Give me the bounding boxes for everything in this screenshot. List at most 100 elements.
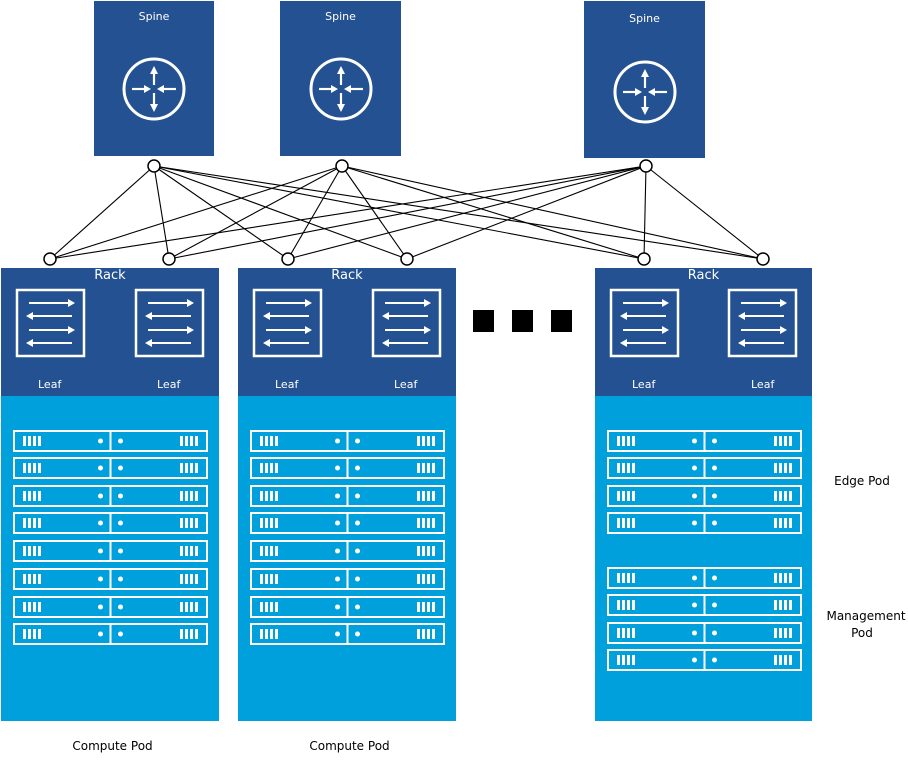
server-bar — [789, 518, 792, 528]
server-bar — [617, 436, 620, 446]
switch-icon — [609, 288, 680, 358]
server-bar — [789, 573, 792, 583]
server-bar — [427, 436, 430, 446]
server-led — [335, 520, 340, 526]
server-bar — [622, 573, 625, 583]
server-led — [118, 465, 123, 471]
server-bar — [632, 600, 635, 610]
server-led — [712, 630, 717, 636]
server-bar — [627, 573, 630, 583]
server-led — [692, 493, 697, 499]
switch-arrow-head — [305, 299, 312, 307]
pod-label-edge: Edge Pod — [834, 474, 890, 488]
server-icon — [607, 567, 802, 589]
server-icon — [607, 594, 802, 616]
server-bar — [270, 574, 273, 584]
pod-label-management-1: Management — [826, 609, 906, 623]
server-bar — [622, 491, 625, 501]
arrow-head — [157, 85, 164, 93]
server-bar — [195, 518, 198, 528]
spine-leaf-link — [49, 165, 155, 260]
server-bar — [180, 518, 183, 528]
server-icon — [250, 485, 445, 507]
server-bar — [427, 463, 430, 473]
server-bar — [774, 600, 777, 610]
server-bar — [180, 436, 183, 446]
server-bar — [617, 491, 620, 501]
server-bar — [260, 491, 263, 501]
server-led — [118, 520, 123, 526]
server-bar — [28, 518, 31, 528]
server-bar — [275, 463, 278, 473]
server-bar — [617, 628, 620, 638]
server-bar — [627, 436, 630, 446]
server-led — [692, 520, 697, 526]
switch-icon-frame — [15, 288, 86, 358]
server-bar — [190, 602, 193, 612]
server-bar — [417, 546, 420, 556]
spine-leaf-link — [341, 165, 764, 260]
server-bar — [195, 463, 198, 473]
arrow-head — [641, 107, 649, 115]
server-icon — [607, 512, 802, 534]
server-bar — [260, 463, 263, 473]
server-bar — [190, 574, 193, 584]
server-led — [335, 604, 340, 610]
server-bar — [632, 518, 635, 528]
server-bar — [270, 518, 273, 528]
server-bar — [617, 518, 620, 528]
leaf-port-circle — [637, 252, 651, 266]
server-led — [355, 493, 360, 499]
server-led — [118, 604, 123, 610]
server-bar — [422, 602, 425, 612]
leaf-label: Leaf — [394, 378, 418, 391]
server-bar — [427, 546, 430, 556]
server-bar — [627, 463, 630, 473]
server-bar — [28, 574, 31, 584]
pod-label-compute-1: Compute Pod — [72, 739, 153, 753]
server-bar — [779, 463, 782, 473]
switch-arrow-head — [382, 339, 389, 347]
server-bar — [774, 518, 777, 528]
server-bar — [195, 629, 198, 639]
server-icon — [13, 596, 208, 618]
server-led — [712, 438, 717, 444]
server-bar — [417, 518, 420, 528]
router-icon — [613, 60, 677, 124]
server-bar — [270, 463, 273, 473]
server-bar — [195, 491, 198, 501]
server-bar — [270, 602, 273, 612]
spine-leaf-link — [341, 165, 408, 260]
server-led — [712, 520, 717, 526]
server-bar — [195, 574, 198, 584]
leaf-port-circle — [162, 252, 176, 266]
server-bar — [195, 602, 198, 612]
ellipsis-square-2 — [512, 310, 533, 332]
switch-arrow-head — [738, 339, 745, 347]
server-led — [335, 465, 340, 471]
switch-arrow-head — [187, 326, 194, 334]
server-bar — [422, 463, 425, 473]
switch-icon — [15, 288, 86, 358]
server-bar — [617, 655, 620, 665]
server-bar — [38, 629, 41, 639]
switch-icon — [252, 288, 323, 358]
server-bar — [622, 436, 625, 446]
spine-label: Spine — [629, 12, 660, 25]
server-icon — [13, 430, 208, 452]
server-bar — [427, 629, 430, 639]
server-bar — [779, 628, 782, 638]
server-bar — [28, 491, 31, 501]
switch-arrow-head — [26, 312, 33, 320]
server-bar — [432, 629, 435, 639]
switch-icon-frame — [134, 288, 205, 358]
server-bar — [185, 436, 188, 446]
arrow-head — [344, 85, 351, 93]
server-bar — [432, 574, 435, 584]
server-bar — [33, 463, 36, 473]
server-bar — [427, 574, 430, 584]
server-bar — [23, 518, 26, 528]
server-bar — [38, 546, 41, 556]
server-bar — [33, 491, 36, 501]
server-led — [335, 493, 340, 499]
